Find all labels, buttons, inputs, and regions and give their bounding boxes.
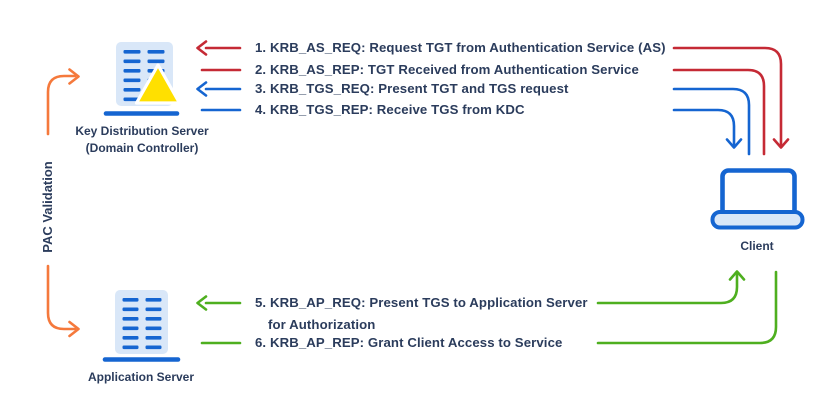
message-6-label: 6. KRB_AP_REP: Grant Client Access to Se… <box>255 335 563 350</box>
msg6-right-connector <box>596 270 778 345</box>
msg1-left-arrow <box>196 40 242 56</box>
server-slots <box>122 298 162 350</box>
laptop-screen <box>720 168 797 218</box>
msg5-left-arrow <box>196 295 242 311</box>
client-label: Client <box>740 239 774 253</box>
application-server-label: Application Server <box>87 370 195 384</box>
laptop-base <box>710 210 805 230</box>
msg2-right-connector <box>672 68 766 156</box>
message-1-label: 1. KRB_AS_REQ: Request TGT from Authenti… <box>255 40 666 55</box>
client-laptop-icon <box>710 168 805 230</box>
msg3-left-arrow <box>196 81 242 97</box>
message-5-label-line2: for Authorization <box>268 317 376 332</box>
application-server-icon <box>102 290 181 362</box>
msg1-right-connector <box>672 46 790 149</box>
pac-top-arrow <box>46 68 80 136</box>
warning-triangle-icon <box>134 63 182 105</box>
message-2-label: 2. KRB_AS_REP: TGT Received from Authent… <box>255 62 639 77</box>
msg3-right-connector <box>672 87 751 156</box>
kdc-server-icon <box>103 42 182 116</box>
kdc-label-line2: (Domain Controller) <box>85 141 199 155</box>
msg5-right-connector <box>596 270 746 305</box>
pac-validation-label: PAC Validation <box>40 161 55 253</box>
msg4-right-connector <box>672 108 743 149</box>
message-5-label: 5. KRB_AP_REQ: Present TGS to Applicatio… <box>255 295 588 310</box>
pac-bottom-arrow <box>46 264 80 338</box>
message-3-label: 3. KRB_TGS_REQ: Present TGT and TGS requ… <box>255 81 569 96</box>
message-4-label: 4. KRB_TGS_REP: Receive TGS from KDC <box>255 102 525 117</box>
kdc-label-line1: Key Distribution Server <box>75 124 209 138</box>
